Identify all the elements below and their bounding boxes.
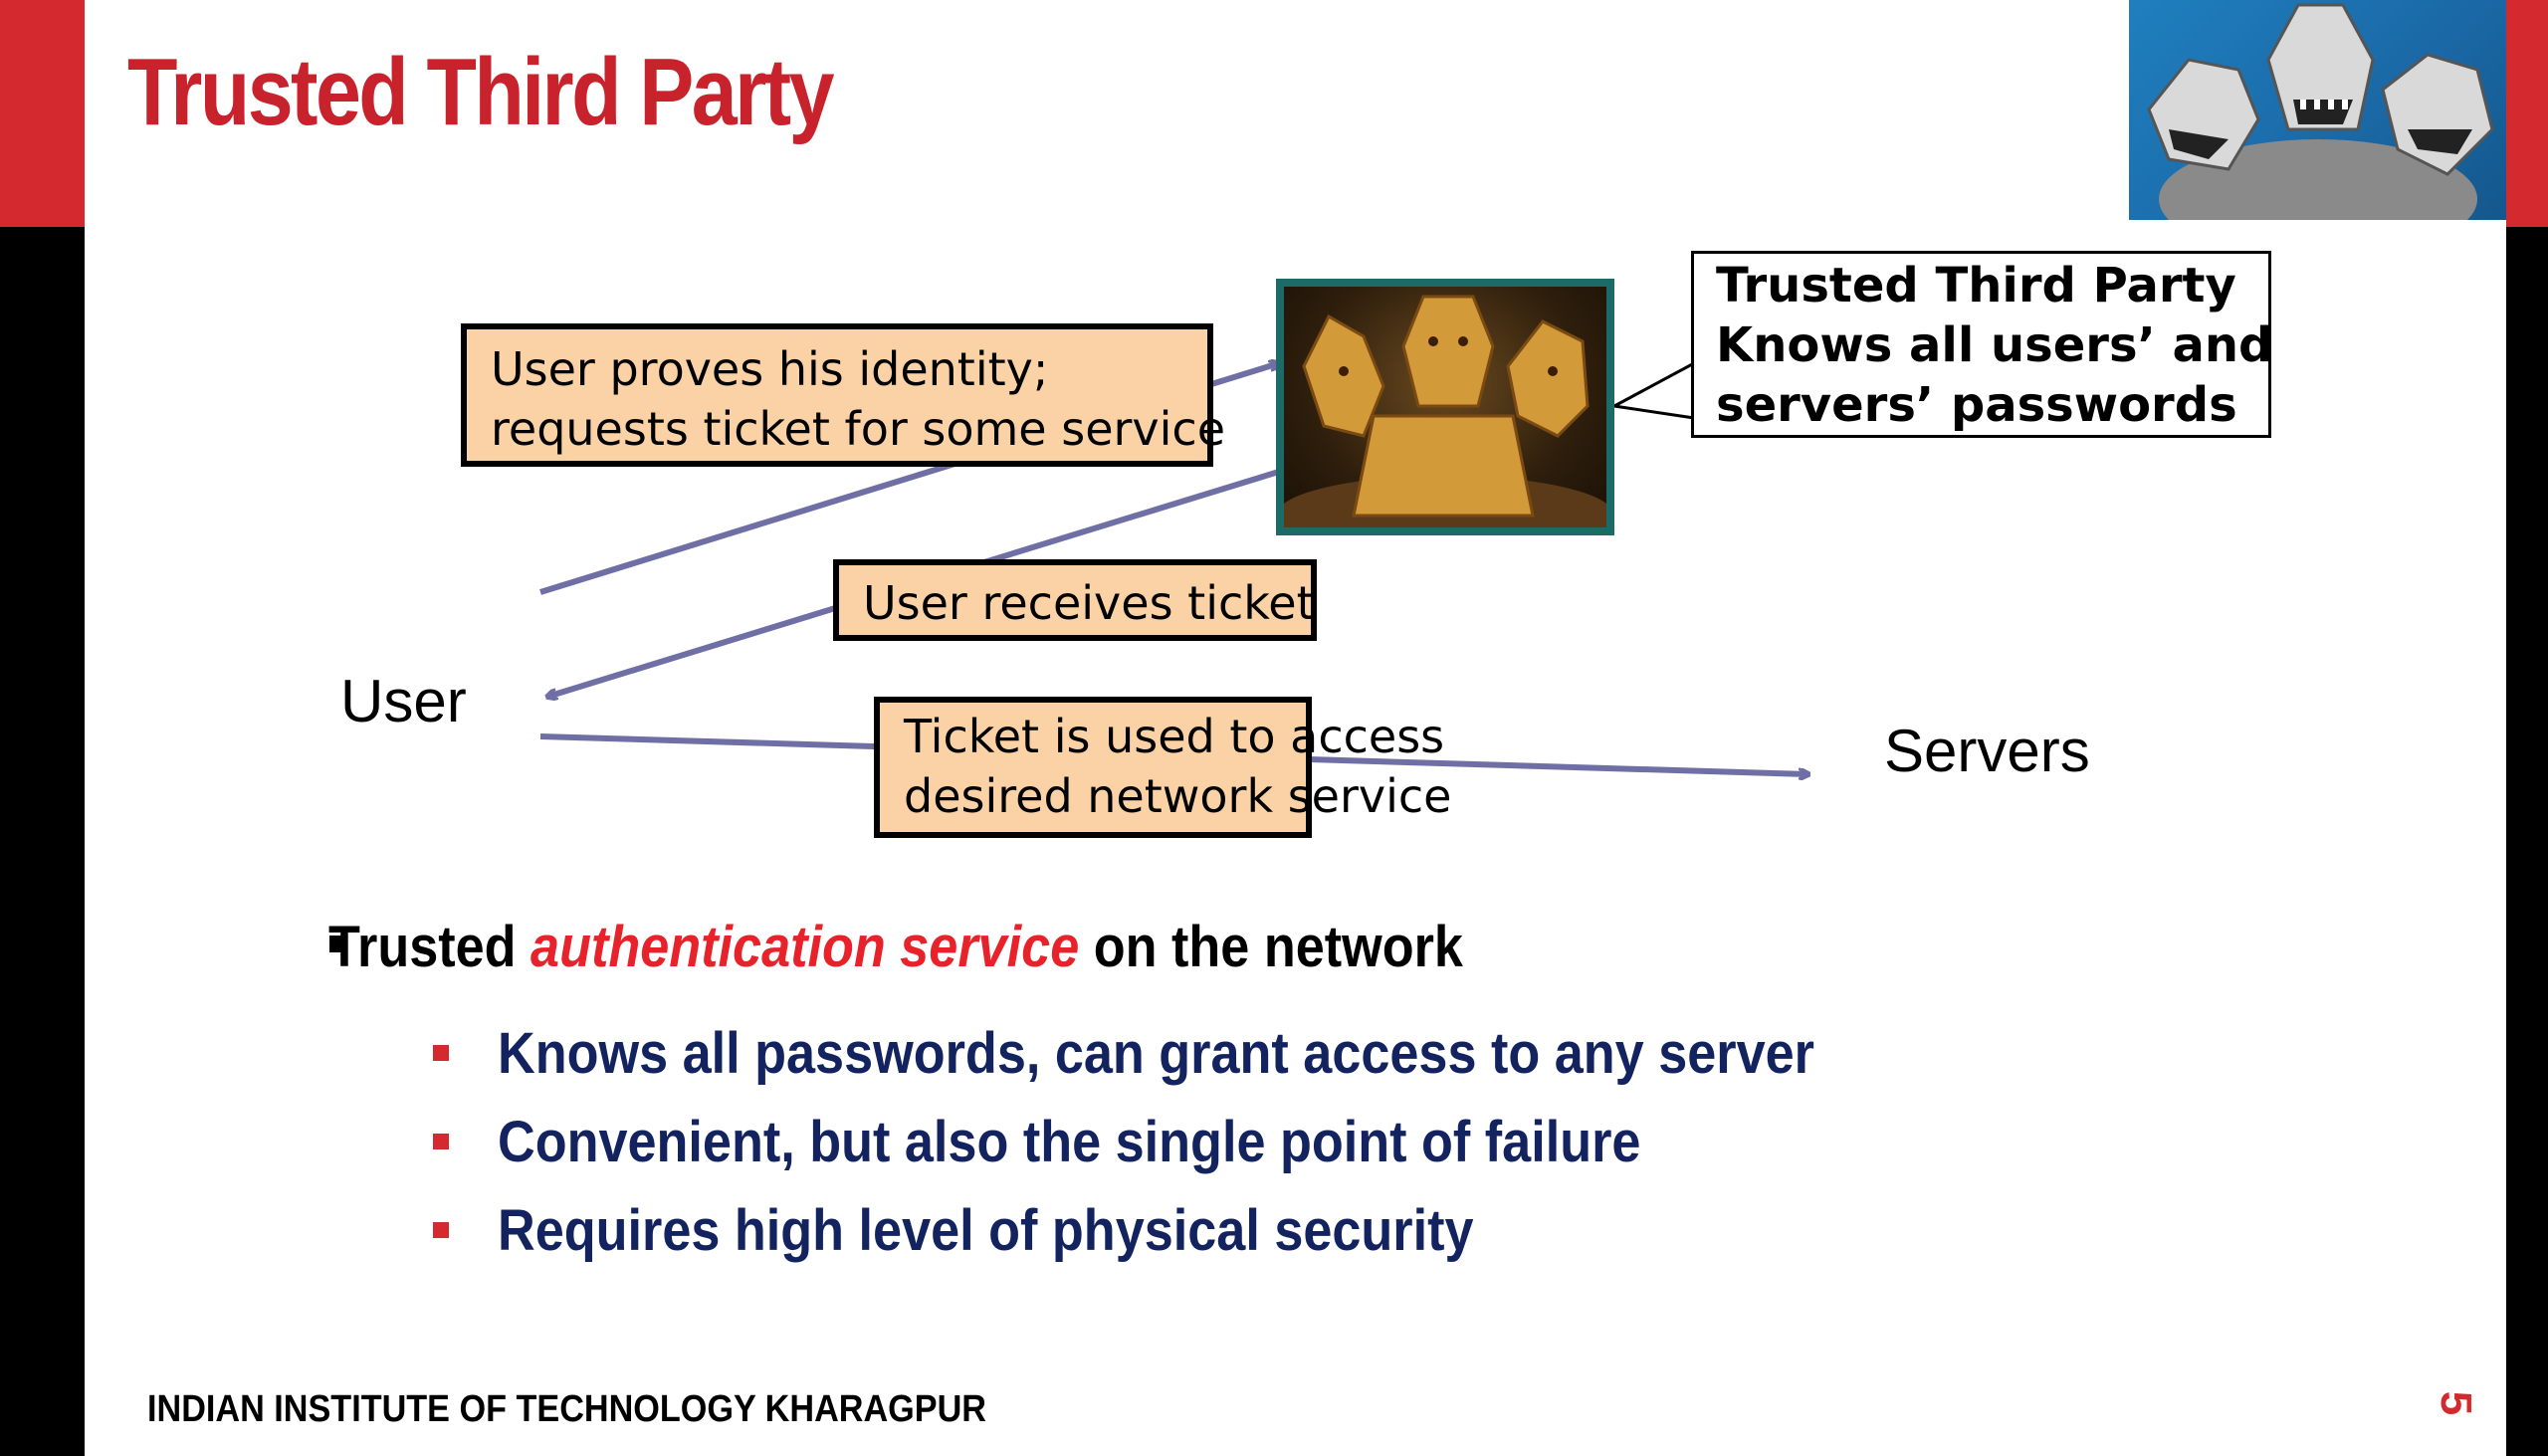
access-box-line-1: Ticket is used to access	[904, 710, 1445, 763]
sub-bullet-marker-2	[433, 1134, 449, 1149]
access-service-box: Ticket is used to access desired network…	[874, 697, 1452, 838]
receive-ticket-box: User receives ticket	[833, 559, 1317, 641]
callout-line-1: Trusted Third Party	[1716, 258, 2236, 313]
page-number: 5	[2432, 1390, 2481, 1416]
receive-box-text: User receives ticket	[863, 576, 1315, 630]
servers-label: Servers	[1884, 718, 2090, 784]
access-box-line-2: desired network service	[904, 769, 1452, 823]
sub-bullet-3: Requires high level of physical security	[498, 1198, 1474, 1263]
sub-bullet-1: Knows all passwords, can grant access to…	[498, 1021, 1814, 1086]
slide: Trusted Third Party	[85, 0, 2506, 1456]
main-bullet-before: Trusted	[328, 915, 531, 979]
trusted-third-party-callout: Trusted Third Party Knows all users’ and…	[1691, 251, 2273, 438]
user-label: User	[340, 668, 467, 734]
sub-bullet-marker-3	[433, 1222, 449, 1238]
main-bullet-highlight: authentication service	[531, 915, 1080, 979]
request-box-line-2: requests ticket for some service	[491, 402, 1225, 456]
cerberus-logo-image	[2129, 0, 2506, 220]
request-box-line-1: User proves his identity;	[491, 342, 1049, 396]
sub-bullet-2: Convenient, but also the single point of…	[498, 1110, 1641, 1174]
cerberus-server-image	[1276, 279, 1614, 535]
right-accent-bar	[2506, 0, 2548, 227]
main-bullet-after: on the network	[1079, 915, 1463, 979]
callout-pointer	[1609, 360, 1696, 420]
institution-footer: INDIAN INSTITUTE OF TECHNOLOGY KHARAGPUR	[147, 1388, 986, 1430]
main-bullet-marker	[329, 936, 346, 952]
main-bullet: Trusted authentication service on the ne…	[328, 914, 1463, 980]
sub-bullet-marker-1	[433, 1045, 449, 1061]
left-accent-bar	[0, 0, 85, 227]
slide-title: Trusted Third Party	[127, 39, 835, 145]
authentication-diagram: User proves his identity; requests ticke…	[85, 0, 2506, 1456]
callout-line-2: Knows all users’ and	[1716, 317, 2273, 373]
request-ticket-box: User proves his identity; requests ticke…	[461, 323, 1225, 467]
callout-line-3: servers’ passwords	[1716, 377, 2237, 433]
